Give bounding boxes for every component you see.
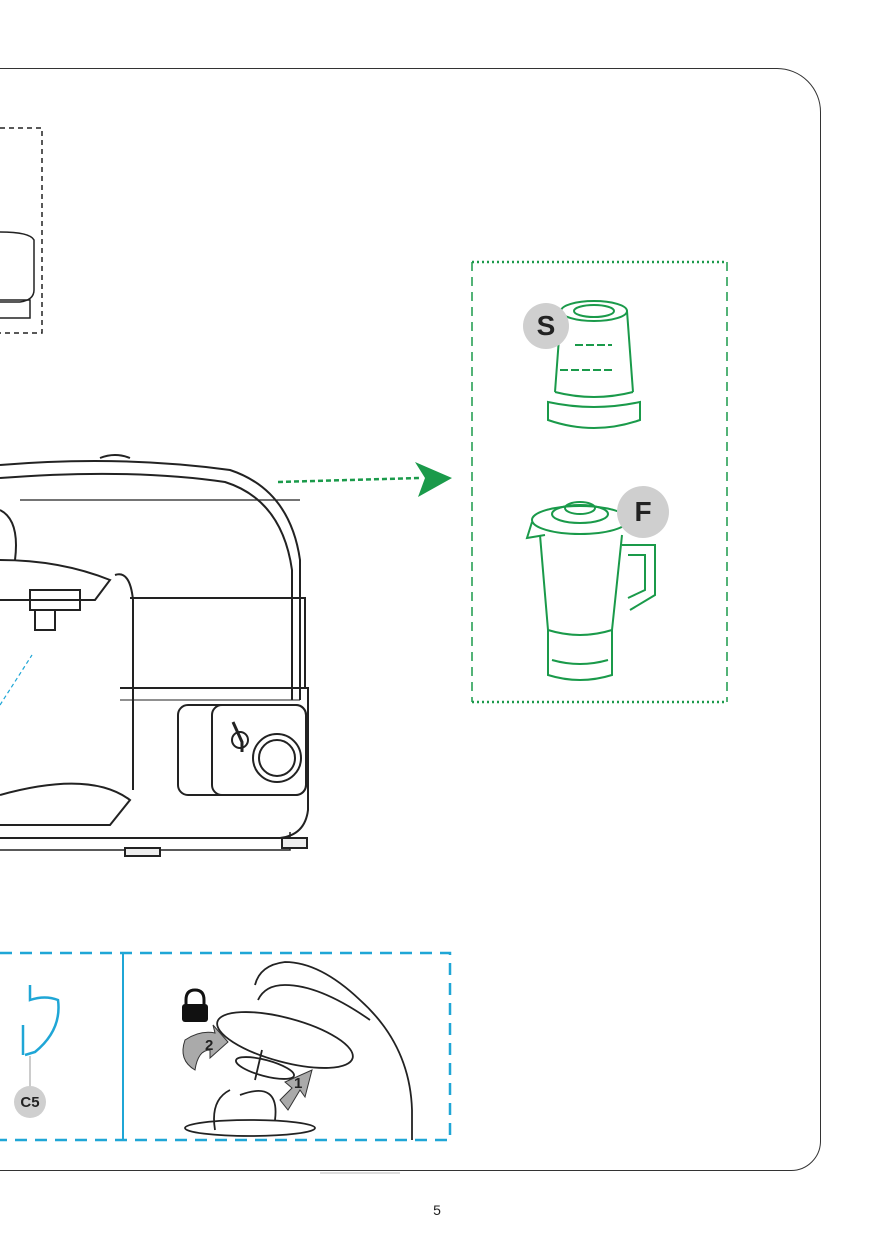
- push-arrow-icon: [279, 1069, 313, 1111]
- green-arrow: [277, 462, 452, 497]
- jar-box: [471, 260, 728, 704]
- blue-guide-line: [0, 654, 33, 706]
- attach-tool-drawing: [184, 961, 413, 1140]
- step-1-label: 1: [294, 1075, 303, 1092]
- faint-marks: [320, 1172, 400, 1174]
- lock-icon: [182, 988, 208, 1022]
- dough-hook-icon: [21, 985, 60, 1057]
- page-frame: [0, 68, 821, 1171]
- stand-mixer: [0, 454, 309, 857]
- attachment-box-partial: [0, 127, 43, 334]
- step-2-label: 2: [205, 1037, 214, 1054]
- label-badge-c5: C5: [14, 1086, 46, 1118]
- rotate-arrow-icon: [182, 1024, 229, 1071]
- label-badge-s: S: [523, 303, 569, 349]
- bottom-boxes: [0, 951, 452, 1142]
- page-number: 5: [433, 1202, 441, 1218]
- label-badge-f: F: [617, 486, 669, 538]
